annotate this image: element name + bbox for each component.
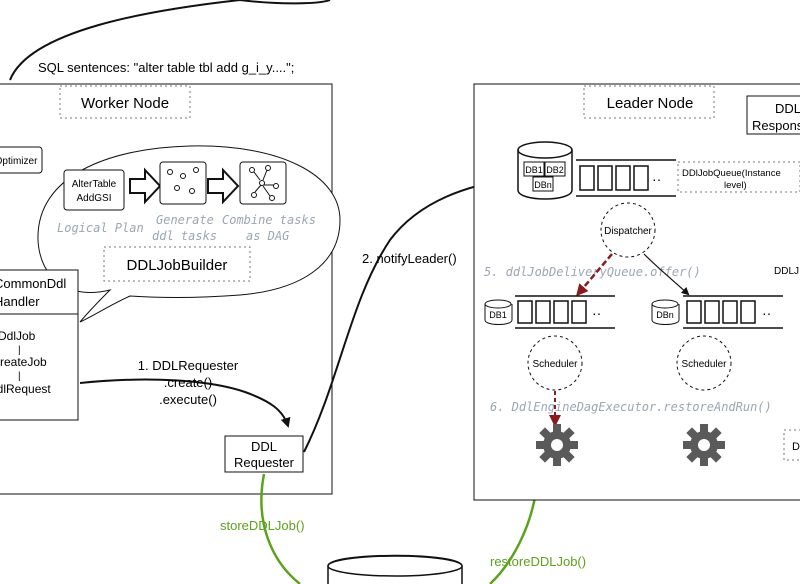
flow-line-2: createJob xyxy=(0,355,47,369)
ddl-response-box xyxy=(746,95,800,135)
worker-node-title: Worker Node xyxy=(81,95,169,112)
dbn-queue-dots: ·· xyxy=(762,305,771,321)
db-label-box-3 xyxy=(532,176,554,192)
alter-table-line1: AlterTable xyxy=(72,179,117,190)
common-ddl-handler-box xyxy=(0,269,79,421)
flow-line-1: | xyxy=(18,345,21,356)
flow-line-0: DdlJob xyxy=(0,329,36,343)
ddl-job-builder-label: DDLJobBuilder xyxy=(127,257,228,274)
db-label-box-1 xyxy=(523,161,545,177)
generate-label-1: Generate xyxy=(156,213,214,227)
flow-line-4: ddlRequest xyxy=(0,382,51,396)
requester-call-3: .execute() xyxy=(159,392,217,407)
optimizer-label: Optimizer xyxy=(0,156,38,167)
handler-line1: CommonDdl xyxy=(0,276,66,291)
delivery-offer-label: 5. ddlJobDeliveryQueue.offer() xyxy=(484,265,701,279)
store-ddl-job-label: storeDDLJob() xyxy=(220,518,305,533)
ddl-requester-line1: DDL xyxy=(251,439,277,454)
task-nodes-icon xyxy=(167,167,199,194)
db1-label: DB1 xyxy=(489,310,507,320)
dag-box xyxy=(239,161,287,205)
scheduler-node-2 xyxy=(676,335,732,391)
storage-db-top xyxy=(327,555,463,577)
ddl-tasks-box xyxy=(159,161,207,205)
handler-to-requester-arrow xyxy=(79,378,291,428)
ddl-response-line2: Response xyxy=(752,118,800,133)
combine-label-2: as DAG xyxy=(246,229,289,243)
dbn-label: DBn xyxy=(656,310,674,320)
job-queue-label-1: DDlJobQueue(Instance xyxy=(682,168,781,179)
store-ddl-job-arrow xyxy=(260,473,301,584)
notify-leader-arrow xyxy=(303,176,510,453)
dbn-queue xyxy=(683,295,783,329)
dag-icon xyxy=(249,165,279,201)
scheduler-node-1 xyxy=(527,335,583,391)
job-queue-label-2: level) xyxy=(724,180,747,191)
dispatch-to-dbn-arrow xyxy=(643,253,690,296)
requester-call-1: 1. DDLRequester xyxy=(138,358,239,373)
ddl-requester-line2: Requester xyxy=(234,455,295,470)
worker-node-title-box xyxy=(59,85,191,119)
dbn-cylinder-icon xyxy=(651,304,680,325)
alter-table-line2: AddGSI xyxy=(76,193,111,204)
combine-label-1: Combine tasks xyxy=(222,213,316,227)
ddl-response-line1: DDL xyxy=(775,101,800,116)
db1-cylinder-icon xyxy=(484,304,513,325)
queue-dots: ·· xyxy=(652,171,661,187)
executor-label: 6. DdlEngineDagExecutor.restoreAndRun() xyxy=(490,400,772,414)
db-label-3: DBn xyxy=(534,180,552,190)
gear-icon xyxy=(536,424,578,466)
restore-ddl-job-label: restoreDDLJob() xyxy=(490,554,586,569)
sql-sentences-label: SQL sentences: "alter table tbl add g_i_… xyxy=(38,60,294,75)
dispatch-to-db1-arrow xyxy=(576,253,613,297)
db-cylinder-top xyxy=(517,141,573,159)
db-label-box-2 xyxy=(544,161,566,177)
generate-label-2: ddl tasks xyxy=(152,229,217,243)
optimizer-box xyxy=(0,146,43,174)
right-cut-label: DDLJ xyxy=(774,266,799,277)
ddl-requester-box xyxy=(224,435,304,473)
alter-table-box xyxy=(63,169,125,211)
right-cut-box xyxy=(783,429,800,461)
ddl-job-queue xyxy=(576,159,676,197)
logical-plan-label: Logical Plan xyxy=(57,221,144,235)
right-cut-small-label: D xyxy=(792,441,800,453)
dispatcher-label: Dispatcher xyxy=(604,226,652,237)
notify-leader-label: 2. notifyLeader() xyxy=(362,251,457,266)
scheduler-label-1: Scheduler xyxy=(532,359,578,370)
requester-call-2: .create() xyxy=(164,375,212,390)
db-label-1: DB1 xyxy=(525,165,543,175)
leader-node-title: Leader Node xyxy=(607,95,694,112)
handler-line2: Handler xyxy=(0,294,40,309)
fat-arrow-icon xyxy=(207,167,240,205)
sql-input-curve xyxy=(9,0,331,81)
dbn-cylinder-top xyxy=(651,299,679,309)
dispatcher-node xyxy=(600,202,656,258)
db1-queue xyxy=(515,295,615,329)
flow-line-3: | xyxy=(18,371,21,382)
db-label-2: DB2 xyxy=(546,165,564,175)
db1-cylinder-top xyxy=(484,299,512,309)
job-queue-label-box xyxy=(677,161,800,193)
leader-node-title-box xyxy=(583,85,715,119)
gear-icon xyxy=(683,424,725,466)
fat-arrow-icon xyxy=(129,167,162,205)
scheduler-label-2: Scheduler xyxy=(681,359,727,370)
db1-queue-dots: ·· xyxy=(592,305,601,321)
